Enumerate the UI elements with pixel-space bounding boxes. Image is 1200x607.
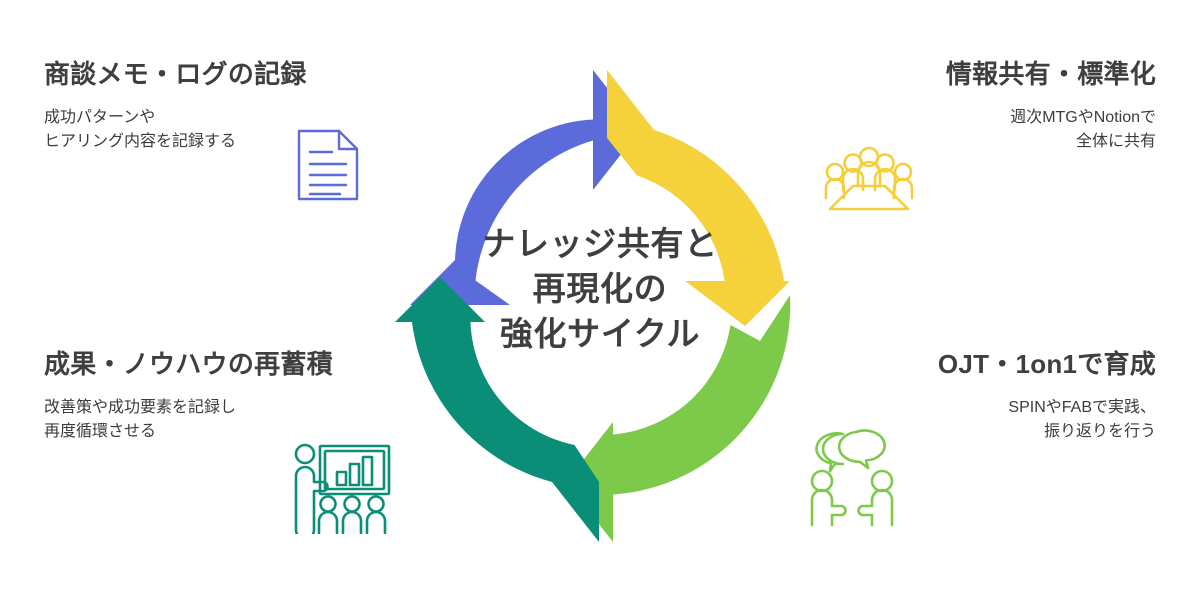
segment-desc-accumulate-line-1: 改善策や成功要素を記録し xyxy=(44,398,237,416)
cycle-segment-share xyxy=(607,70,790,326)
segment-title-record: 商談メモ・ログの記録 xyxy=(44,59,307,89)
segment-title-train: OJT・1on1で育成 xyxy=(937,349,1156,379)
segment-label-record: 商談メモ・ログの記録 成功パターンや ヒアリング内容を記録する xyxy=(44,58,384,167)
segment-title-share: 情報共有・標準化 xyxy=(945,59,1156,89)
cycle-center-label: ナレッジ共有と 再現化の 強化サイクル xyxy=(455,222,745,357)
segment-desc-train-line-1: SPINやFABで実践、 xyxy=(1008,398,1156,416)
center-line-2: 再現化の xyxy=(532,269,668,307)
center-line-3: 強化サイクル xyxy=(499,314,701,352)
cycle-ring xyxy=(350,30,850,580)
segment-desc-record-line-2: ヒアリング内容を記録する xyxy=(44,132,237,150)
segment-desc-train-line-2: 振り返りを行う xyxy=(1043,422,1156,440)
cycle-segment-accumulate xyxy=(395,277,599,542)
cycle-segment-train xyxy=(566,295,791,542)
center-line-1: ナレッジ共有と xyxy=(482,225,718,262)
segment-label-accumulate: 成果・ノウハウの再蓄積 改善策や成功要素を記録し 再度循環させる xyxy=(44,348,384,457)
document-icon xyxy=(296,128,360,202)
cycle-segment-record xyxy=(410,70,640,305)
conversation-icon xyxy=(806,428,898,528)
segment-desc-share-line-2: 全体に共有 xyxy=(1075,132,1156,150)
segment-desc-share-line-1: 週次MTGやNotionで xyxy=(1010,108,1156,126)
presentation-chart-icon xyxy=(292,442,392,534)
segment-desc-accumulate-line-2: 再度循環させる xyxy=(44,422,157,440)
segment-label-share: 情報共有・標準化 週次MTGやNotionで 全体に共有 xyxy=(816,58,1156,167)
segment-label-train: OJT・1on1で育成 SPINやFABで実践、 振り返りを行う xyxy=(816,348,1156,457)
segment-title-accumulate: 成果・ノウハウの再蓄積 xyxy=(44,349,333,379)
segment-desc-record-line-1: 成功パターンや xyxy=(44,108,156,126)
meeting-icon xyxy=(823,146,915,212)
